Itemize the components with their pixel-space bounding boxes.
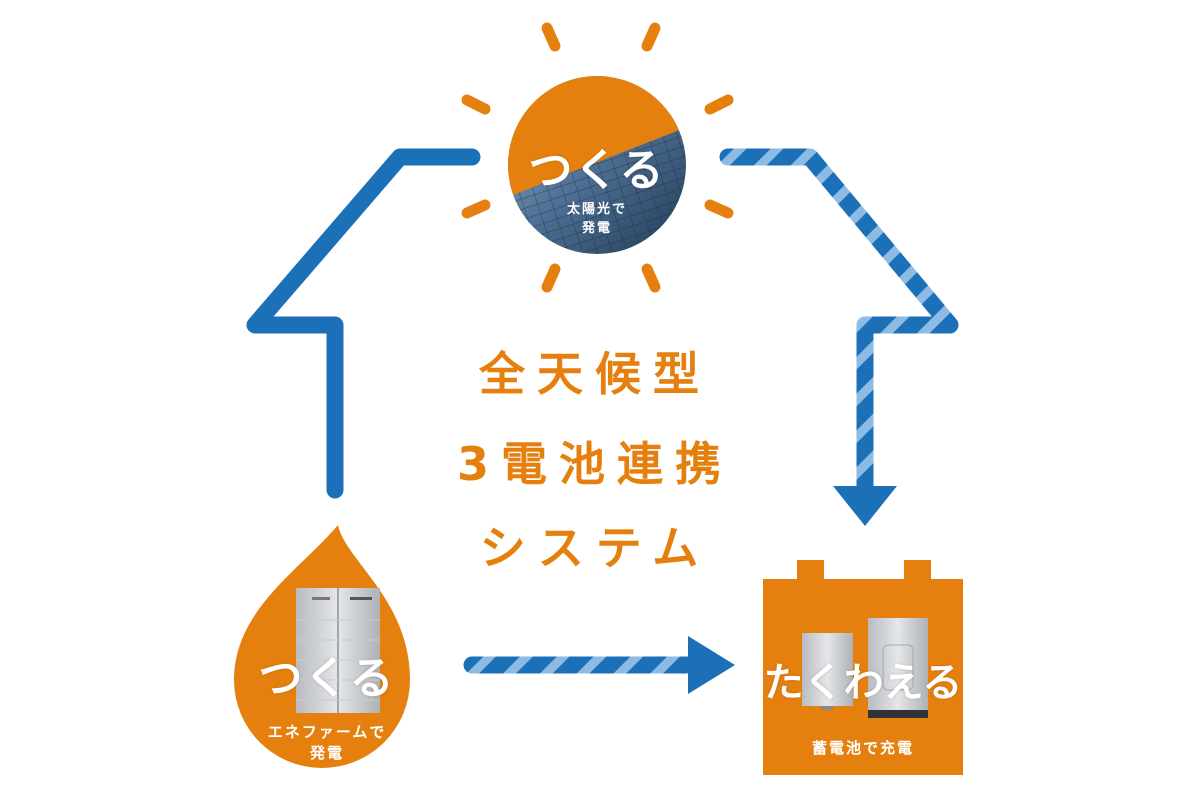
flow-line-left: [246, 148, 481, 499]
enefarm-caption-line: エネファームで: [267, 723, 387, 741]
enefarm-caption: エネファームで 発電: [242, 722, 412, 764]
title-line-2: 3電池連携: [456, 437, 733, 491]
battery-shape: [763, 560, 963, 775]
enefarm-caption-line: 発電: [309, 744, 344, 762]
arrow-head-right: [688, 636, 735, 694]
title-line-1: 全天候型: [479, 347, 711, 401]
enefarm-unit-image: [296, 588, 380, 713]
battery-label: たくわえる: [763, 660, 963, 706]
battery-caption: 蓄電池で充電: [811, 739, 914, 757]
solar-caption-line: 発電: [581, 221, 612, 236]
storage-battery-image: [802, 618, 928, 718]
solar-label: つくる: [528, 145, 666, 196]
solar-caption: 太陽光で 発電: [537, 200, 657, 238]
flow-arrow-right: [719, 148, 959, 499]
sun-rays-icon: [461, 22, 734, 293]
enefarm-label: つくる: [258, 653, 396, 704]
title-line-3: システム: [479, 521, 711, 575]
solar-sun-icon: [508, 76, 686, 254]
arrow-head-down: [833, 486, 897, 526]
solar-caption-line: 太陽光で: [566, 202, 627, 217]
